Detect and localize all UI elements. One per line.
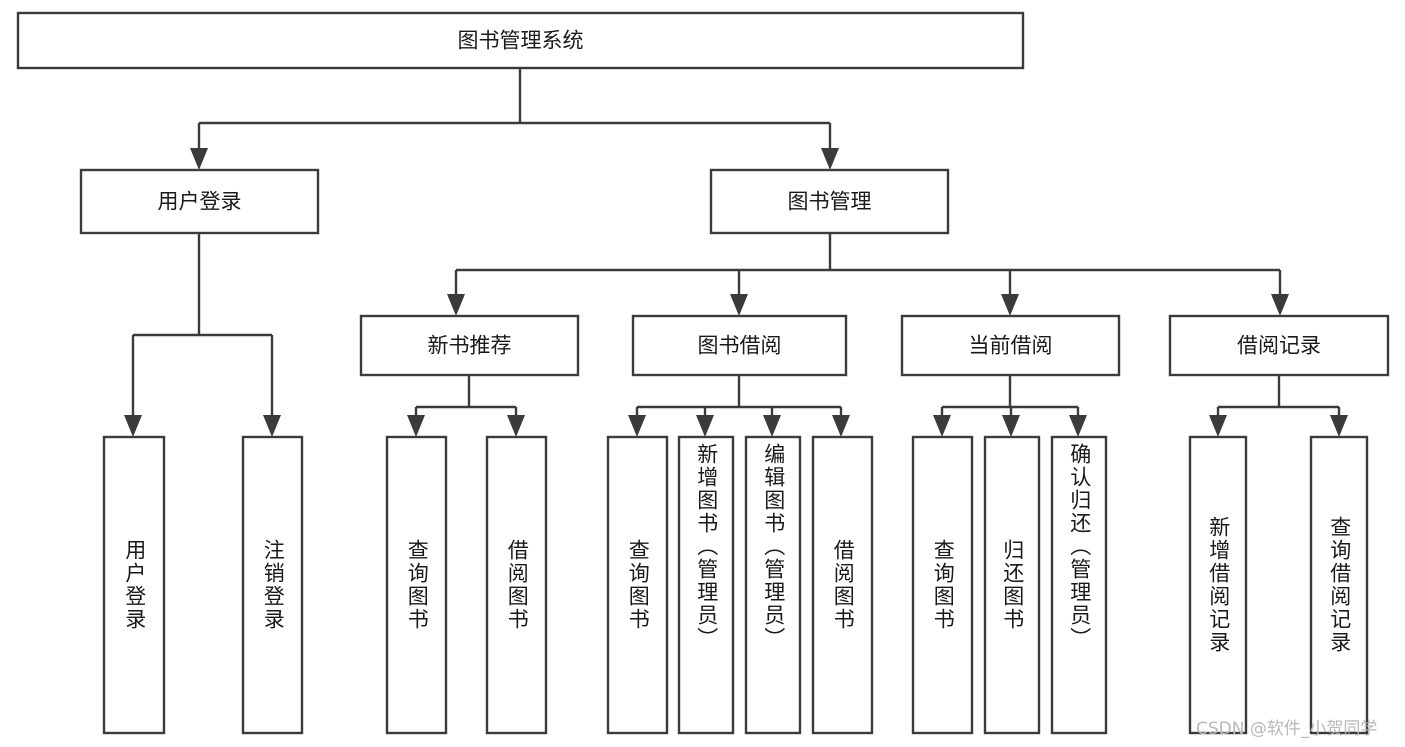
node-label-newbook: 新书推荐	[428, 334, 512, 358]
conn-login-children-arrowhead-1	[263, 415, 281, 437]
node-box-leaf-records-add[interactable]	[1188, 435, 1248, 735]
node-box-records[interactable]	[1168, 314, 1390, 377]
node-box-leaf-current-confirm[interactable]	[1050, 435, 1108, 735]
node-box-login[interactable]	[79, 168, 320, 235]
conn-borrow-children-arrowhead-1	[696, 415, 714, 437]
node-box-leaf-user-login[interactable]	[102, 435, 166, 735]
conn-root-trunk	[190, 68, 839, 170]
node-box-leaf-current-return[interactable]	[983, 435, 1041, 735]
node-box-root[interactable]	[16, 11, 1025, 70]
node-box-borrow[interactable]	[631, 314, 848, 377]
node-box-leaf-borrow-edit[interactable]	[744, 435, 802, 735]
conn-newbook-children	[407, 375, 525, 437]
connector-layer	[124, 68, 1348, 437]
node-box-bookmgmt[interactable]	[709, 168, 950, 235]
conn-login-children-arrowhead-0	[124, 415, 142, 437]
conn-borrow-children	[628, 375, 850, 437]
conn-bookmgmt-children-arrowhead-1	[730, 294, 748, 316]
node-label-borrow: 图书借阅	[698, 334, 782, 358]
conn-records-children-arrowhead-1	[1330, 415, 1348, 437]
node-box-layer	[16, 11, 1390, 735]
conn-root-trunk-arrowhead-1	[821, 148, 839, 170]
conn-bookmgmt-children-arrowhead-3	[1271, 294, 1289, 316]
node-box-current[interactable]	[900, 314, 1121, 377]
conn-borrow-children-arrowhead-2	[763, 415, 781, 437]
node-box-newbook[interactable]	[359, 314, 580, 377]
conn-records-children-arrowhead-0	[1209, 415, 1227, 437]
conn-bookmgmt-children-arrowhead-2	[1001, 294, 1019, 316]
node-label-login: 用户登录	[158, 190, 242, 214]
conn-records-children	[1209, 375, 1348, 437]
conn-login-children	[124, 233, 281, 437]
node-label-records: 借阅记录	[1237, 334, 1321, 358]
node-box-leaf-borrow-add[interactable]	[677, 435, 735, 735]
conn-newbook-children-arrowhead-1	[507, 415, 525, 437]
node-box-leaf-newbook-query[interactable]	[385, 435, 448, 735]
node-label-root: 图书管理系统	[458, 29, 584, 53]
conn-borrow-children-arrowhead-3	[832, 415, 850, 437]
node-box-leaf-borrow-lend[interactable]	[811, 435, 874, 735]
conn-root-trunk-arrowhead-0	[190, 148, 208, 170]
conn-bookmgmt-children	[447, 233, 1289, 316]
node-box-leaf-newbook-borrow[interactable]	[485, 435, 548, 735]
node-box-leaf-user-logout[interactable]	[241, 435, 304, 735]
node-box-leaf-records-query[interactable]	[1309, 435, 1369, 735]
conn-borrow-children-arrowhead-0	[628, 415, 646, 437]
node-label-bookmgmt: 图书管理	[788, 190, 872, 214]
node-box-leaf-current-query[interactable]	[911, 435, 974, 735]
conn-bookmgmt-children-arrowhead-0	[447, 294, 465, 316]
node-label-current: 当前借阅	[969, 334, 1053, 358]
conn-current-children	[933, 375, 1087, 437]
node-box-leaf-borrow-query[interactable]	[606, 435, 669, 735]
conn-current-children-arrowhead-2	[1069, 415, 1087, 437]
conn-newbook-children-arrowhead-0	[407, 415, 425, 437]
conn-current-children-arrowhead-1	[1002, 415, 1020, 437]
conn-current-children-arrowhead-0	[933, 415, 951, 437]
